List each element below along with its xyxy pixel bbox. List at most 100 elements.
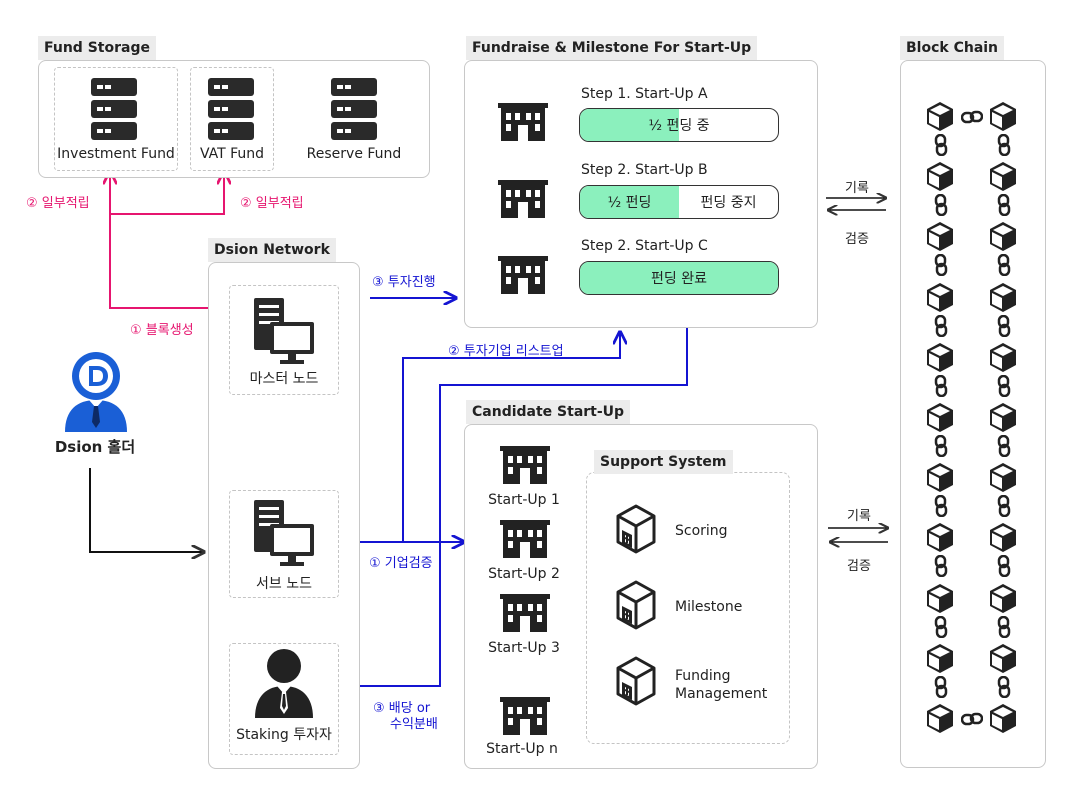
- partial-save-label: ② 일부적립: [26, 196, 90, 211]
- block-cube-icon: [990, 162, 1016, 191]
- chain-link-icon: [934, 616, 948, 638]
- step-title: Step 2. Start-Up C: [581, 238, 708, 254]
- chain-link-icon: [934, 315, 948, 337]
- staking-label: Staking 투자자: [236, 727, 332, 743]
- block-cube-icon: [990, 644, 1016, 673]
- support-system-title: Support System: [594, 450, 733, 474]
- block-cube-icon: [927, 704, 953, 733]
- computer-node-icon: [252, 296, 316, 366]
- partial-save-label: ② 일부적립: [240, 196, 304, 211]
- block-cube-icon: [927, 403, 953, 432]
- chain-link-icon: [961, 712, 983, 726]
- chain-link-icon: [934, 375, 948, 397]
- master-node-label: 마스터 노드: [249, 371, 319, 387]
- dsion-network-title: Dsion Network: [208, 238, 336, 262]
- block-cube-icon: [990, 403, 1016, 432]
- fund-label: VAT Fund: [199, 146, 265, 162]
- building-icon: [498, 103, 548, 141]
- record-label: 기록: [847, 509, 871, 524]
- invest-progress-label: ③ 투자진행: [372, 275, 436, 290]
- chain-link-icon: [997, 435, 1011, 457]
- dsion-holder-icon: [65, 352, 127, 432]
- chain-link-icon: [997, 194, 1011, 216]
- first-aid-box-icon: [614, 656, 658, 706]
- progress-fill: 펀딩 완료: [580, 262, 778, 294]
- server-stack-icon: [91, 78, 137, 142]
- support-item-label: Management: [675, 686, 768, 702]
- staking-investor-icon: [255, 649, 313, 718]
- chain-link-icon: [934, 435, 948, 457]
- building-icon: [500, 697, 550, 735]
- block-cube-icon: [927, 283, 953, 312]
- chain-link-icon: [961, 110, 983, 124]
- block-cube-icon: [927, 162, 953, 191]
- building-icon: [498, 256, 548, 294]
- dividend-label: ③ 배당 or: [373, 701, 431, 716]
- verify-company-label: ① 기업검증: [369, 556, 433, 571]
- building-icon: [500, 594, 550, 632]
- block-cube-icon: [927, 463, 953, 492]
- chain-link-icon: [997, 134, 1011, 156]
- support-item-label: Scoring: [675, 523, 728, 539]
- fund-label: Reserve Fund: [306, 146, 402, 162]
- sub-node-label: 서브 노드: [256, 576, 312, 592]
- block-cube-icon: [990, 343, 1016, 372]
- block-cube-icon: [990, 463, 1016, 492]
- block-cube-icon: [927, 523, 953, 552]
- first-aid-box-icon: [614, 580, 658, 630]
- building-icon: [500, 520, 550, 558]
- chain-link-icon: [997, 555, 1011, 577]
- building-icon: [500, 446, 550, 484]
- first-aid-box-icon: [614, 504, 658, 554]
- chain-link-icon: [934, 194, 948, 216]
- block-cube-icon: [927, 644, 953, 673]
- startup-label: Start-Up 3: [488, 640, 560, 656]
- investment-fund-box: [54, 67, 178, 171]
- block-cube-icon: [927, 584, 953, 613]
- block-create-label: ① 블록생성: [130, 323, 194, 338]
- startup-label: Start-Up 1: [488, 492, 560, 508]
- verify-label: 검증: [847, 559, 871, 574]
- verify-label: 검증: [845, 232, 869, 247]
- fund-storage-title: Fund Storage: [38, 36, 156, 60]
- block-cube-icon: [990, 584, 1016, 613]
- server-stack-icon: [331, 78, 377, 142]
- chain-link-icon: [934, 134, 948, 156]
- chain-link-icon: [934, 676, 948, 698]
- block-cube-icon: [990, 102, 1016, 131]
- staking-box: [229, 643, 339, 755]
- dividend-label: 수익분배: [390, 717, 438, 732]
- progress-fill: [580, 109, 679, 141]
- chain-link-icon: [997, 315, 1011, 337]
- startup-label: Start-Up 2: [488, 566, 560, 582]
- master-node-box: [229, 285, 339, 395]
- support-item-label: Milestone: [675, 599, 743, 615]
- server-stack-icon: [208, 78, 254, 142]
- progress-rest: 펀딩 중지: [700, 195, 757, 211]
- step-title: Step 2. Start-Up B: [581, 162, 708, 178]
- funding-progress-b: ½ 펀딩 펀딩 중지: [579, 185, 779, 219]
- block-cube-icon: [927, 222, 953, 251]
- dsion-holder-label: Dsion 홀더: [54, 438, 136, 456]
- funding-progress-a: ½ 펀딩 중: [579, 108, 779, 142]
- progress-label: ½ 펀딩 중: [648, 118, 710, 134]
- block-chain-title: Block Chain: [900, 36, 1005, 60]
- chain-link-icon: [934, 254, 948, 276]
- block-cube-icon: [927, 343, 953, 372]
- record-label: 기록: [845, 181, 869, 196]
- chain-link-icon: [997, 676, 1011, 698]
- step-title: Step 1. Start-Up A: [581, 86, 708, 102]
- fundraise-title: Fundraise & Milestone For Start-Up: [466, 36, 758, 60]
- vat-fund-box: [190, 67, 274, 171]
- chain-link-icon: [934, 555, 948, 577]
- support-item-label: Funding: [675, 668, 731, 684]
- block-cube-icon: [990, 523, 1016, 552]
- funding-progress-c: 펀딩 완료: [579, 261, 779, 295]
- chain-link-icon: [997, 616, 1011, 638]
- block-chain-panel: [900, 60, 1046, 768]
- block-cube-icon: [990, 704, 1016, 733]
- chain-link-icon: [934, 495, 948, 517]
- candidate-title: Candidate Start-Up: [466, 400, 631, 424]
- startup-label: Start-Up n: [486, 741, 558, 757]
